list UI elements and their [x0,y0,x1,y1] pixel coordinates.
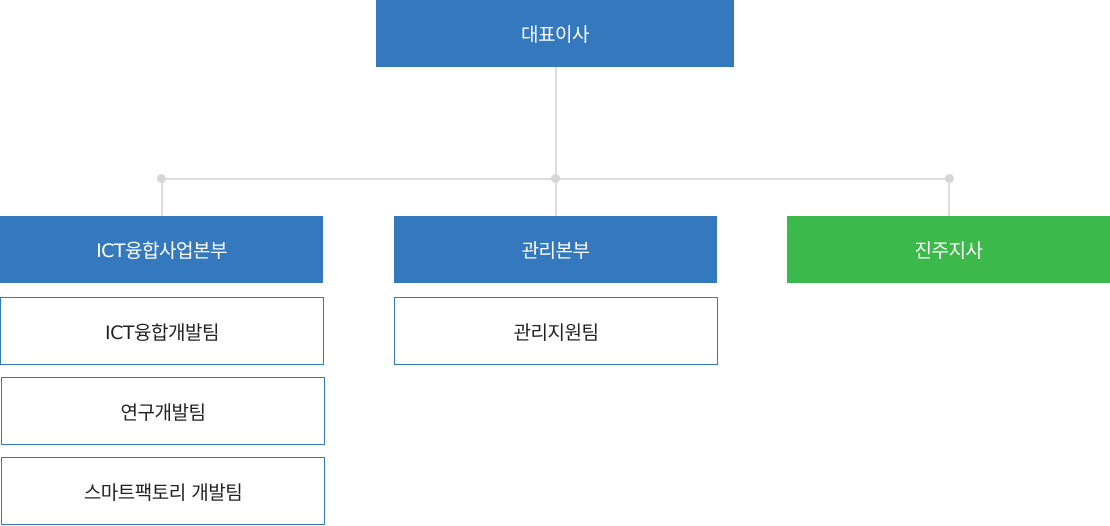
team-management-support: 관리지원팀 [394,297,718,365]
division-2-connector [555,179,557,216]
division-1-connector [161,179,163,216]
division-ict-node: ICT융합사업본부 [0,216,323,283]
division-management-node: 관리본부 [394,216,717,283]
ceo-node: 대표이사 [376,0,734,67]
junction-dot-center [551,174,560,183]
division-management-label: 관리본부 [521,240,590,262]
division-ict-label: ICT융합사업본부 [96,240,227,262]
team-ict-development-label: ICT융합개발팀 [105,321,219,344]
division-jinju-branch-node: 진주지사 [787,216,1110,283]
team-research-development-label: 연구개발팀 [120,401,206,424]
division-jinju-branch-label: 진주지사 [914,240,983,262]
division-3-connector [948,179,950,216]
junction-dot-left [157,174,166,183]
ceo-vertical-connector [555,67,557,179]
team-ict-development: ICT융합개발팀 [0,297,324,365]
ceo-label: 대표이사 [521,24,589,46]
team-research-development: 연구개발팀 [1,377,325,445]
junction-dot-right [945,174,954,183]
team-smart-factory-label: 스마트팩토리 개발팀 [83,481,243,504]
team-smart-factory: 스마트팩토리 개발팀 [1,457,325,525]
team-management-support-label: 관리지원팀 [513,321,599,344]
